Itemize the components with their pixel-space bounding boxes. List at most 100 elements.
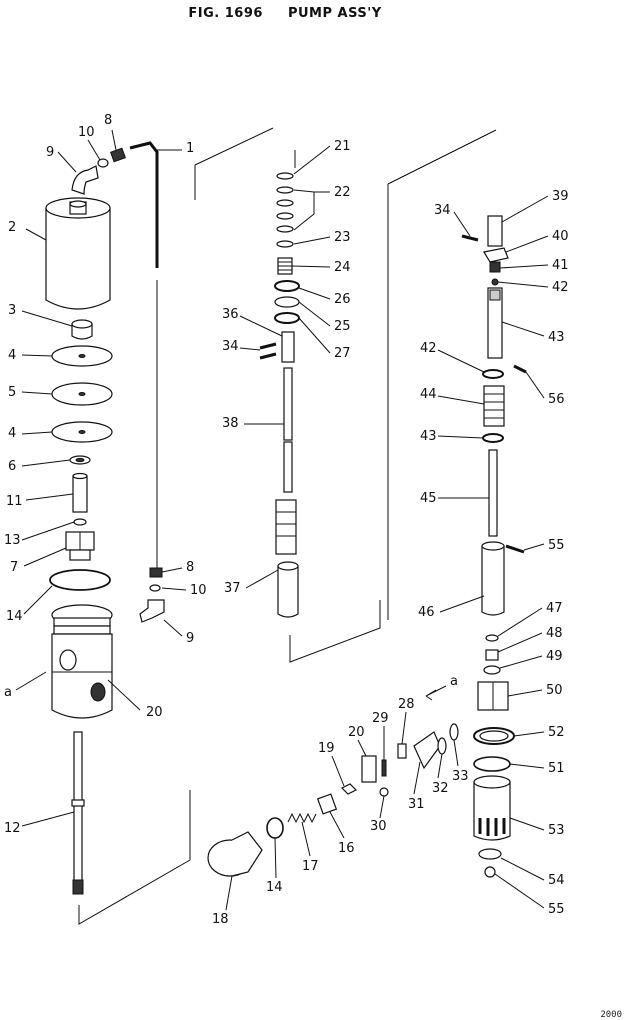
- part-20-housing: [361, 755, 377, 783]
- label-53: 54: [548, 873, 565, 888]
- label-43-upper: 43: [548, 330, 565, 345]
- label-1: 1: [186, 141, 194, 156]
- part-51-ring: [473, 727, 515, 745]
- part-9-elbow-top: [71, 165, 99, 195]
- label-2: 2: [8, 220, 16, 235]
- label-11: 11: [6, 494, 23, 509]
- part-34-pins-left: [259, 342, 277, 360]
- label-30: 30: [370, 819, 387, 834]
- label-51: 52: [548, 725, 565, 740]
- figure-name: PUMP ASS'Y: [287, 6, 382, 21]
- label-36: 37: [224, 581, 241, 596]
- part-56-pin: [513, 364, 527, 374]
- part-2-canister: [45, 197, 111, 310]
- part-3-cap: [71, 319, 93, 340]
- part-29-pin: [381, 759, 387, 777]
- part-10-washer-lower: [149, 584, 161, 592]
- part-42-ring-lower: [482, 433, 504, 443]
- part-9-elbow-lower: [139, 599, 165, 623]
- part-34-pin-right: [461, 234, 479, 242]
- part-53-washer: [478, 848, 502, 860]
- label-33: 33: [452, 769, 469, 784]
- label-31: 31: [408, 797, 425, 812]
- part-16-cap: [316, 793, 338, 815]
- label-28: 28: [398, 697, 415, 712]
- label-34-left: 34: [222, 339, 239, 354]
- figure-title: FIG. 1696 PUMP ASS'Y: [0, 6, 570, 21]
- part-39-block: [483, 247, 509, 263]
- part-24-ring: [276, 240, 294, 248]
- label-48: 49: [546, 649, 563, 664]
- label-37: 38: [222, 416, 239, 431]
- label-38: 39: [552, 189, 569, 204]
- part-41-ball: [491, 278, 499, 286]
- label-47: 48: [546, 626, 563, 641]
- part-28-block: [397, 743, 407, 759]
- label-10-top: 10: [78, 125, 95, 140]
- label-43-lower: 44: [420, 387, 437, 402]
- labels-left: 1 2 3 4 5 4 6 7 8 9 10 11 12 13 14 8 9 1…: [4, 113, 207, 836]
- part-8-fitting-top: [110, 147, 126, 163]
- part-17-spring: [287, 812, 317, 824]
- part-22-ring: [276, 172, 294, 180]
- label-8-top: 8: [104, 113, 112, 128]
- figure-number: FIG. 1696: [188, 6, 263, 21]
- part-15-oring: [266, 817, 284, 839]
- label-52: 53: [548, 823, 565, 838]
- part-52-sleeve: [473, 775, 511, 841]
- label-27b: 27: [334, 346, 351, 361]
- part-27-ring-lower: [274, 312, 300, 324]
- label-35: 36: [222, 307, 239, 322]
- label-40: 41: [552, 258, 569, 273]
- part-45-tube: [481, 541, 505, 616]
- part-49-nut: [477, 681, 509, 711]
- part-50-oring: [473, 756, 511, 772]
- label-5: 5: [8, 385, 16, 400]
- bracket-lines: [78, 127, 497, 925]
- part-42-ring-upper: [482, 369, 504, 379]
- label-46: 47: [546, 601, 563, 616]
- part-31-plate: [413, 731, 441, 770]
- part-40-spring: [489, 261, 501, 273]
- part-4-disc-lower: [51, 421, 113, 443]
- part-6-washer: [69, 455, 91, 465]
- marker-a-left: a: [4, 685, 12, 700]
- label-4a: 4: [8, 348, 16, 363]
- label-18: 18: [212, 912, 229, 927]
- label-10-lower: 10: [190, 583, 207, 598]
- part-10-washer-top: [97, 158, 109, 168]
- label-21: 20: [146, 705, 163, 720]
- part-38-cap: [487, 215, 503, 247]
- label-39: 40: [552, 229, 569, 244]
- part-35-sleeve: [281, 331, 295, 363]
- label-9-top: 9: [46, 145, 54, 160]
- part-43-gear: [483, 385, 505, 427]
- labels-bottom: 18 14 17 16 19 20 29 30 28 31 32 33: [212, 697, 469, 927]
- label-41: 42: [552, 280, 569, 295]
- labels-middle: 21 22 23 24 26 25 27 36 34 38 37: [222, 139, 351, 596]
- label-13: 13: [4, 533, 21, 548]
- label-20: 20: [348, 725, 365, 740]
- part-18-plug: [207, 831, 263, 877]
- label-25: 24: [334, 260, 351, 275]
- part-14-large-oring: [49, 569, 111, 591]
- label-16: 16: [338, 841, 355, 856]
- label-56: 56: [548, 392, 565, 407]
- label-42-upper: 42: [420, 341, 437, 356]
- label-24: 23: [334, 230, 351, 245]
- label-12: 12: [4, 821, 21, 836]
- part-11-tube: [72, 472, 88, 513]
- part-7-nut: [65, 531, 95, 561]
- part-46-washer: [485, 634, 499, 642]
- part-12-shaft: [71, 731, 85, 895]
- part-55-pin: [505, 544, 525, 554]
- part-48-ring: [483, 665, 501, 675]
- part-19-key: [340, 783, 358, 795]
- leader-lines: [15, 129, 549, 911]
- part-37-rod: [283, 367, 293, 493]
- label-45: 46: [418, 605, 435, 620]
- label-29: 29: [372, 711, 389, 726]
- part-44-rod: [488, 449, 498, 537]
- part-27-ring-upper: [274, 280, 300, 292]
